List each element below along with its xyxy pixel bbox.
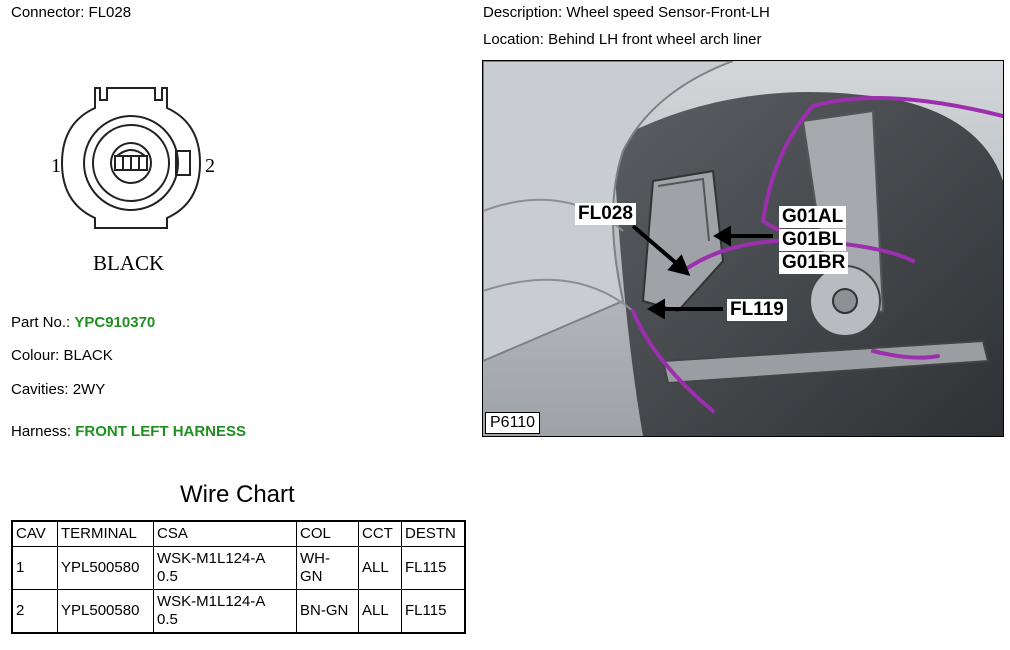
header-cct: CCT (358, 520, 402, 547)
cell-destn: FL115 (401, 546, 466, 590)
callout-fl119: FL119 (727, 299, 787, 321)
connector-line: Connector: FL028 (11, 4, 131, 21)
cavities-label: Cavities: (11, 381, 69, 398)
cell-col-line-1: WH- (300, 550, 330, 567)
cell-csa: WSK-M1L124-A 0.5 (153, 546, 297, 590)
cell-col: BN-GN (296, 589, 359, 634)
cell-destn: FL115 (401, 589, 466, 634)
harness-label: Harness: (11, 423, 72, 440)
connector-value: FL028 (88, 4, 132, 21)
wire-chart-header-row: CAV TERMINAL CSA COL CCT DESTN (11, 520, 466, 547)
cell-csa: WSK-M1L124-A 0.5 (153, 589, 297, 634)
wire-chart-table: CAV TERMINAL CSA COL CCT DESTN 1 YPL5005… (11, 520, 466, 634)
harness-line: Harness: FRONT LEFT HARNESS (11, 423, 246, 440)
table-row: 1 YPL500580 WSK-M1L124-A 0.5 WH- GN ALL … (11, 546, 466, 590)
harness-value: FRONT LEFT HARNESS (75, 423, 247, 440)
header-csa: CSA (153, 520, 297, 547)
cell-terminal: YPL500580 (57, 589, 154, 634)
callout-g01br: G01BR (779, 252, 849, 274)
colour-line: Colour: BLACK (11, 347, 113, 364)
callout-fl028: FL028 (575, 203, 636, 225)
cell-terminal: YPL500580 (57, 546, 154, 590)
colour-label: Colour: (11, 347, 60, 364)
header-destn: DESTN (401, 520, 466, 547)
cell-csa-line-2: 0.5 (157, 568, 178, 585)
location-photo-illustration (483, 61, 1003, 436)
pin-label-2: 2 (205, 155, 215, 177)
table-row: 2 YPL500580 WSK-M1L124-A 0.5 BN-GN ALL F… (11, 589, 466, 634)
cell-col-line-2: GN (300, 568, 323, 585)
colour-value: BLACK (63, 347, 113, 364)
description-line: Description: Wheel speed Sensor-Front-LH (483, 4, 770, 21)
description-label: Description: (483, 4, 563, 21)
photo-id-label: P6110 (485, 412, 541, 434)
cell-csa-line-2: 0.5 (157, 611, 178, 628)
location-value: Behind LH front wheel arch liner (548, 31, 762, 48)
cell-cct: ALL (358, 546, 402, 590)
cell-cav: 1 (11, 546, 58, 590)
header-col: COL (296, 520, 359, 547)
callout-g01bl: G01BL (779, 229, 847, 251)
cell-col: WH- GN (296, 546, 359, 590)
cell-cav: 2 (11, 589, 58, 634)
connector-color-label: BLACK (93, 251, 164, 275)
header-terminal: TERMINAL (57, 520, 154, 547)
callout-g01al: G01AL (779, 206, 847, 228)
location-line: Location: Behind LH front wheel arch lin… (483, 31, 762, 48)
part-no-value: YPC910370 (74, 314, 156, 331)
cavities-value: 2WY (72, 381, 106, 398)
pin-label-1: 1 (51, 155, 61, 177)
connector-label: Connector: (11, 4, 85, 21)
part-no-label: Part No.: (11, 314, 71, 331)
header-cav: CAV (11, 520, 58, 547)
part-no-line: Part No.: YPC910370 (11, 314, 155, 331)
cell-csa-line-1: WSK-M1L124-A (157, 550, 266, 567)
description-value: Wheel speed Sensor-Front-LH (566, 4, 770, 21)
location-label: Location: (483, 31, 544, 48)
connector-face-diagram: 1 2 BLACK (51, 87, 215, 275)
cavities-line: Cavities: 2WY (11, 381, 105, 398)
cell-cct: ALL (358, 589, 402, 634)
cell-csa-line-1: WSK-M1L124-A (157, 593, 266, 610)
wire-chart-title: Wire Chart (180, 481, 295, 508)
location-photo: FL028 G01AL G01BL G01BR FL119 P6110 (482, 60, 1004, 437)
